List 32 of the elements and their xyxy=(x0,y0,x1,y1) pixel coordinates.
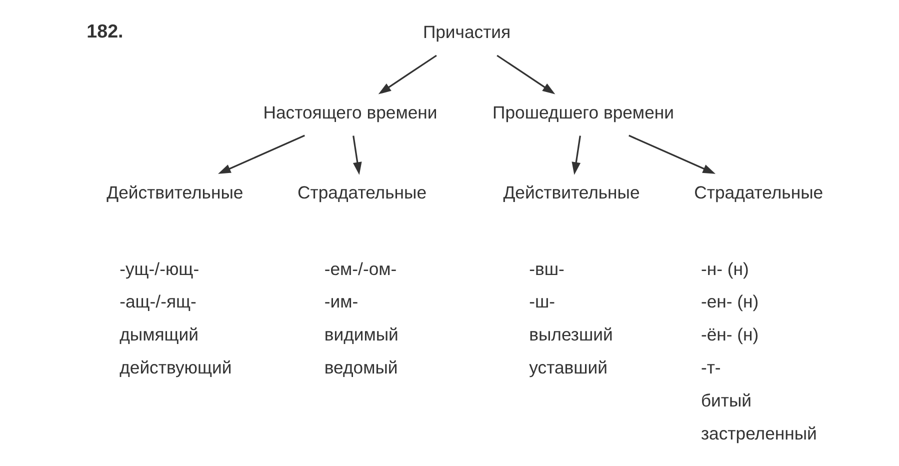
node-label: -им- xyxy=(324,292,358,312)
arrow xyxy=(571,136,580,175)
arrow xyxy=(628,134,716,174)
node-text: Настоящего времени xyxy=(262,102,437,122)
node-label: уставший xyxy=(528,358,608,378)
node-label: -вш- xyxy=(528,258,564,279)
node-label: -ён- (н) xyxy=(700,324,758,345)
node-label: -ем-/-ом- xyxy=(324,258,396,279)
node-label: вылезший xyxy=(528,324,612,345)
node-label: битый xyxy=(700,390,752,411)
node-label: действующий xyxy=(119,358,232,378)
node-text: Действительные xyxy=(502,182,640,202)
label: 182. xyxy=(86,20,123,42)
node-text: Действительные xyxy=(106,182,243,202)
node-label: -т- xyxy=(700,358,720,378)
node-text: Причастия xyxy=(422,22,510,42)
arrow xyxy=(378,54,436,94)
node-label: -ен- (н) xyxy=(700,292,758,312)
arrow xyxy=(496,54,555,94)
node-label: застреленный xyxy=(700,424,816,444)
node-label: -ущ-/-ющ- xyxy=(119,258,199,279)
node-label: видимый xyxy=(324,324,398,345)
node-label: -н- (н) xyxy=(700,258,748,279)
node-text: Страдательные xyxy=(297,182,426,202)
arrow xyxy=(352,136,362,175)
arrow xyxy=(218,134,304,174)
node-text: Прошедшего времени xyxy=(492,102,674,122)
node-label: дымящий xyxy=(119,324,198,345)
node-text: Страдательные xyxy=(694,182,823,202)
node-label: ведомый xyxy=(324,358,398,378)
node-label: -ащ-/-ящ- xyxy=(119,292,196,312)
node-label: -ш- xyxy=(528,292,555,312)
